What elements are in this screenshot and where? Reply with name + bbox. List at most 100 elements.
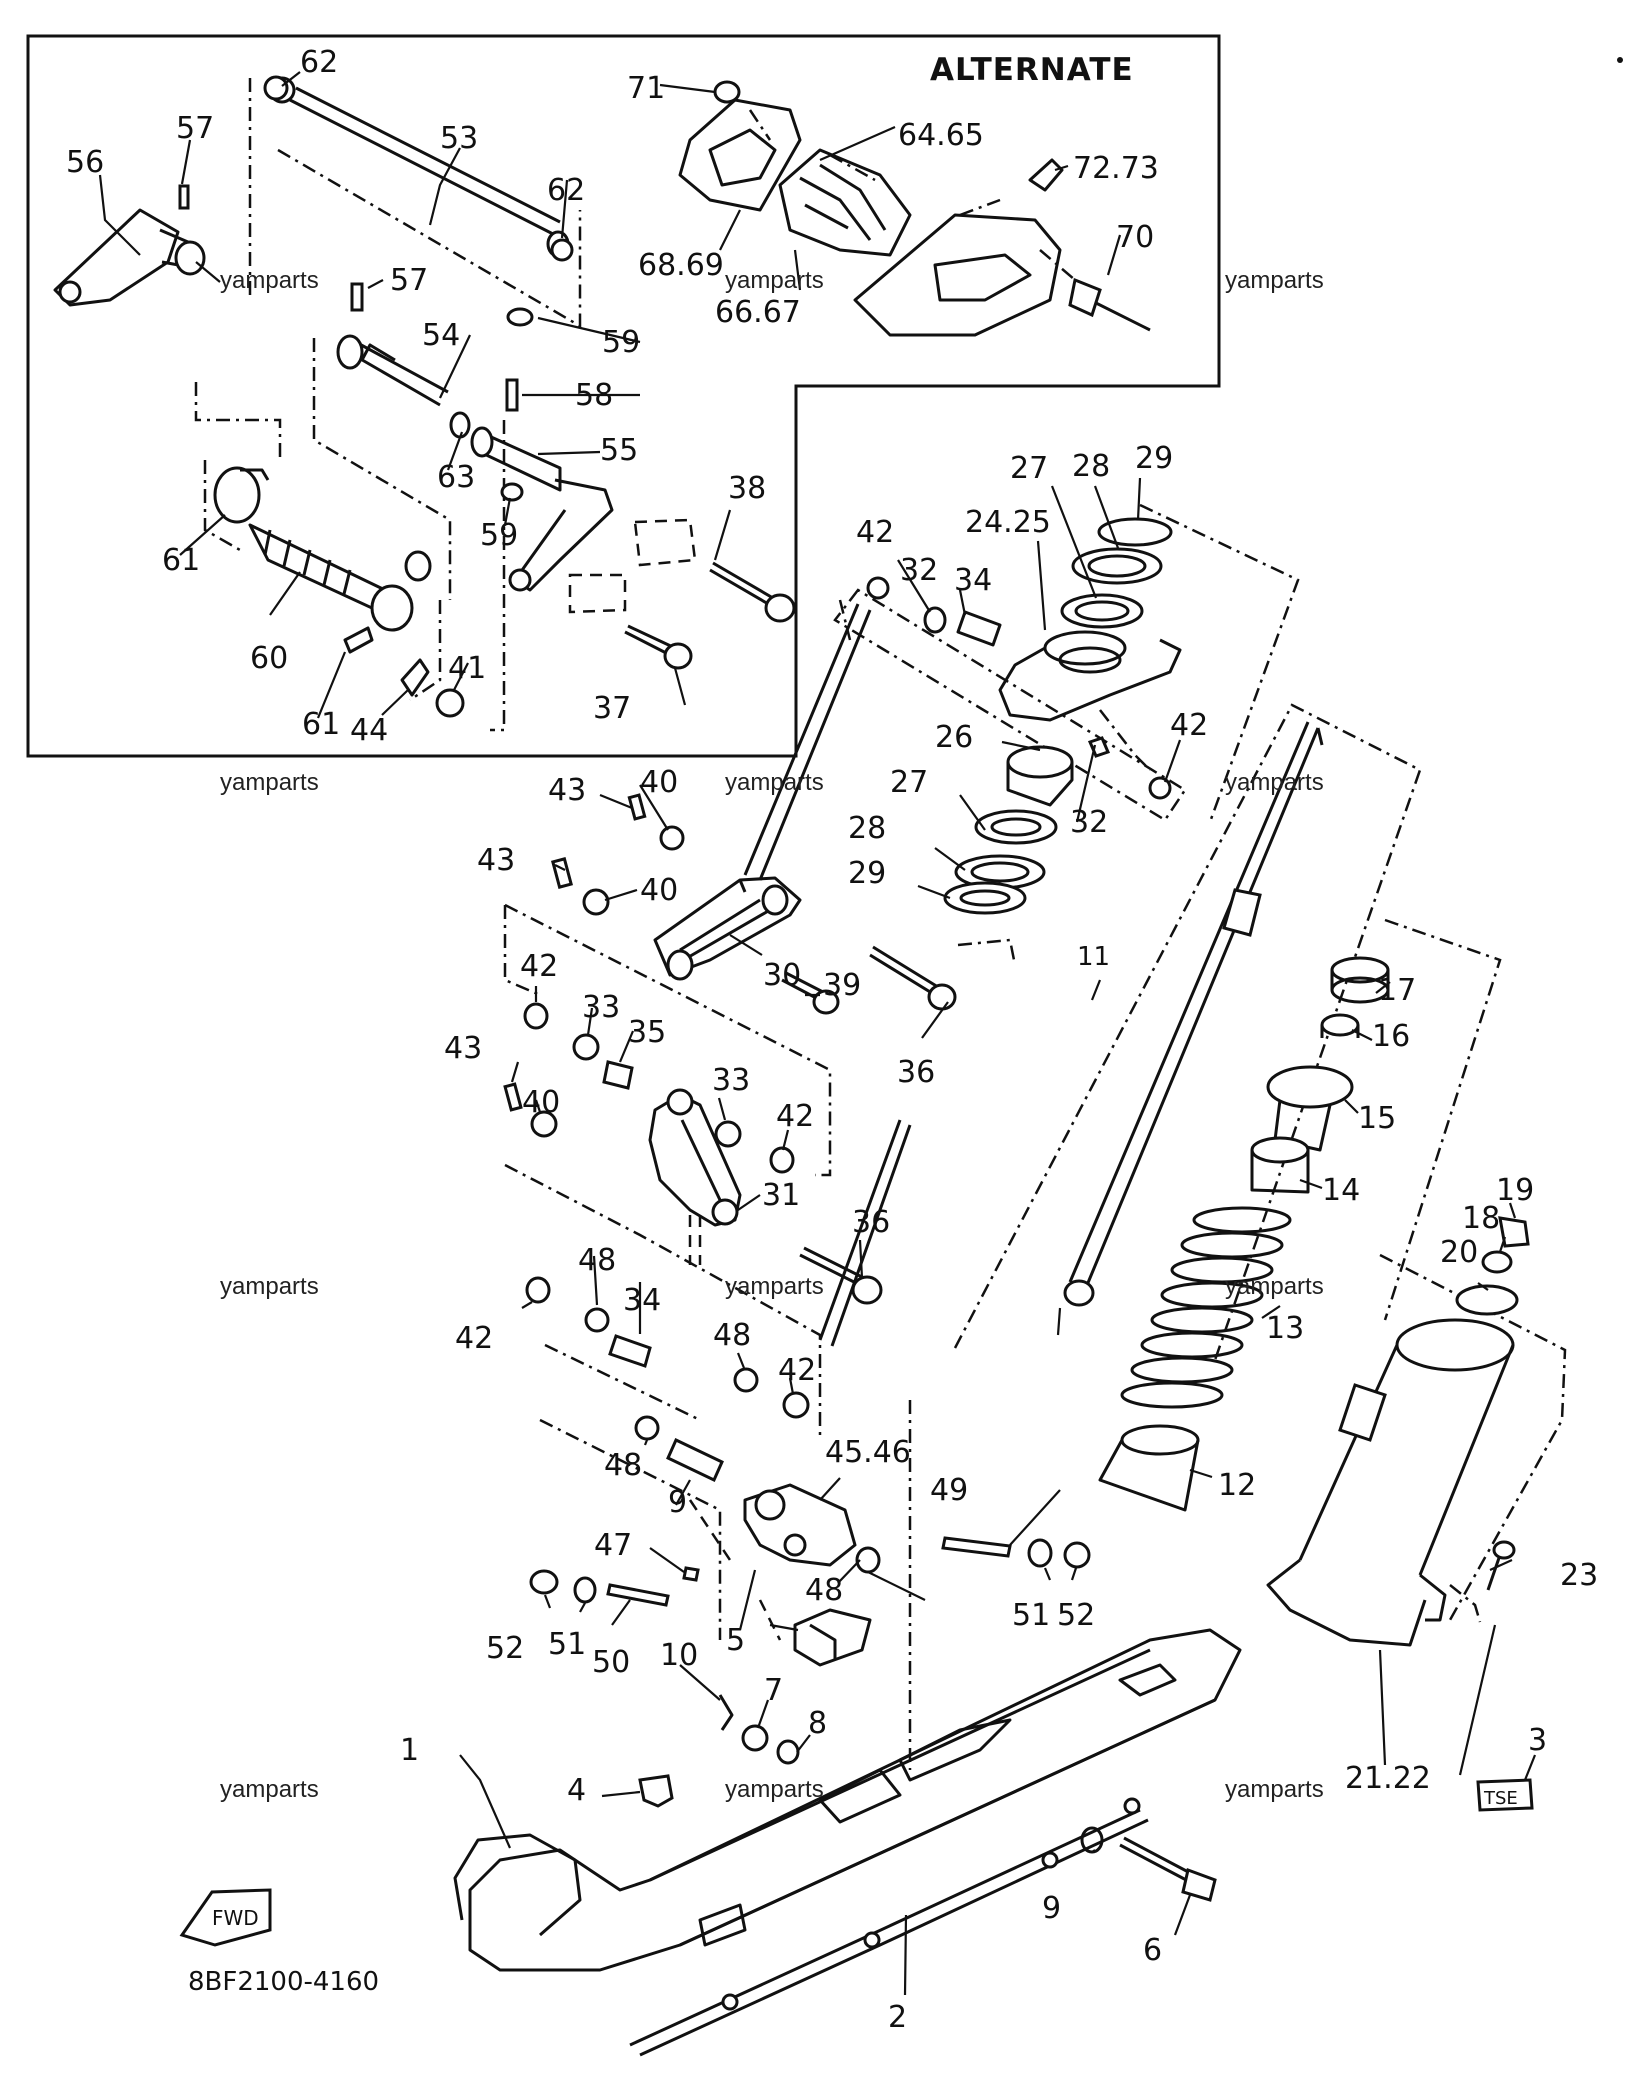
main-guide-frame-mid xyxy=(504,1163,822,1440)
label-23: 23 xyxy=(1560,1558,1598,1593)
part-13-spring xyxy=(1120,1206,1292,1409)
label-40c: 40 xyxy=(522,1085,560,1120)
part-59-clip-a xyxy=(506,307,534,327)
label-39: 39 xyxy=(823,968,861,1003)
part-29-washer-lower xyxy=(943,881,1027,915)
part-42-cap-a xyxy=(866,576,890,600)
inset-guide-frame-d xyxy=(490,420,506,732)
alternate-inset-border xyxy=(26,34,1221,758)
part-60-boot xyxy=(248,523,432,632)
label-57a: 57 xyxy=(176,111,214,146)
label-52a: 52 xyxy=(1057,1598,1095,1633)
part-72-73-clip xyxy=(1028,158,1064,192)
part-50-pin xyxy=(606,1583,670,1607)
label-48d: 48 xyxy=(805,1573,843,1608)
part-12-spring-seat xyxy=(1098,1424,1200,1512)
part-42-cap-d xyxy=(769,1146,795,1174)
tse-lead-line xyxy=(1458,1624,1497,1776)
main-guide-frame-low xyxy=(539,1343,722,1640)
label-45-46: 45.46 xyxy=(825,1435,911,1470)
label-43b: 43 xyxy=(477,843,515,878)
label-2: 2 xyxy=(888,2000,907,2035)
part-32-bushing-a xyxy=(923,606,947,634)
label-64-65: 64.65 xyxy=(898,118,984,153)
label-11: 11 xyxy=(1077,942,1110,972)
part-18-washer xyxy=(1481,1250,1513,1274)
label-12: 12 xyxy=(1218,1468,1256,1503)
label-34b: 34 xyxy=(623,1283,661,1318)
label-14: 14 xyxy=(1322,1173,1360,1208)
part-40-nut-b xyxy=(582,888,610,916)
label-1: 1 xyxy=(400,1733,419,1768)
label-9a: 9 xyxy=(668,1485,687,1520)
part-37-bolt xyxy=(624,624,693,670)
label-38: 38 xyxy=(728,471,766,506)
part-53-rod xyxy=(268,76,570,258)
label-32a: 32 xyxy=(900,553,938,588)
part-5-block xyxy=(793,1608,872,1667)
inset-guide-frame-b xyxy=(194,382,282,460)
part-40-nut-a xyxy=(659,825,685,851)
label-27a: 27 xyxy=(1010,451,1048,486)
label-18: 18 xyxy=(1462,1201,1500,1236)
label-71: 71 xyxy=(627,71,665,106)
part-7-nut xyxy=(741,1724,769,1752)
part-11-shock-shaft xyxy=(1063,721,1324,1307)
part-48-bushing-c xyxy=(634,1415,660,1441)
label-34a: 34 xyxy=(954,563,992,598)
label-56: 56 xyxy=(66,145,104,180)
part-41-nut xyxy=(435,688,465,718)
part-1-ski xyxy=(453,1628,1242,1972)
part-54-shaft xyxy=(336,334,449,407)
label-20: 20 xyxy=(1440,1235,1478,1270)
part-42-cap-b xyxy=(1148,776,1172,800)
part-21-22-damper-body xyxy=(1266,1318,1515,1647)
label-42a: 42 xyxy=(856,515,894,550)
label-58: 58 xyxy=(575,378,613,413)
part-48-bushing-a xyxy=(584,1307,610,1333)
label-13: 13 xyxy=(1266,1311,1304,1346)
label-42d: 42 xyxy=(776,1099,814,1134)
label-62b: 62 xyxy=(547,173,585,208)
label-36a: 36 xyxy=(897,1055,935,1090)
alternate-title: ALTERNATE xyxy=(930,52,1134,88)
part-47-pin xyxy=(682,1566,700,1582)
label-63: 63 xyxy=(437,460,475,495)
part-23-valve xyxy=(1486,1540,1516,1591)
part-15-seat xyxy=(1266,1065,1354,1152)
part-57-pin-a xyxy=(178,184,190,210)
label-49: 49 xyxy=(930,1473,968,1508)
label-51b: 51 xyxy=(548,1627,586,1662)
part-43-pin-a xyxy=(627,793,647,821)
label-15: 15 xyxy=(1358,1101,1396,1136)
label-21-22: 21.22 xyxy=(1345,1761,1431,1796)
corner-dot xyxy=(1617,57,1623,63)
label-28b: 28 xyxy=(848,811,886,846)
part-64-65-cover xyxy=(853,213,1062,337)
label-51a: 51 xyxy=(1012,1598,1050,1633)
label-48a: 48 xyxy=(578,1243,616,1278)
label-8: 8 xyxy=(808,1706,827,1741)
part-31-link-arm xyxy=(648,1088,742,1227)
label-60: 60 xyxy=(250,641,288,676)
part-3-tse-tag: TSE xyxy=(1476,1778,1534,1812)
part-33-bushing-a xyxy=(572,1033,600,1061)
label-33a: 33 xyxy=(582,990,620,1025)
label-68-69: 68.69 xyxy=(638,248,724,283)
part-34-sleeve-a xyxy=(956,610,1002,647)
part-26-bushing xyxy=(1006,745,1074,807)
part-62-washer-top xyxy=(263,75,289,101)
label-43c: 43 xyxy=(444,1031,482,1066)
svg-text:FWD: FWD xyxy=(212,1906,259,1930)
label-16: 16 xyxy=(1372,1019,1410,1054)
watermark-8: yamparts xyxy=(725,1273,824,1300)
label-6: 6 xyxy=(1143,1933,1162,1968)
part-6-bolt xyxy=(1119,1836,1217,1902)
svg-text:TSE: TSE xyxy=(1483,1788,1518,1809)
inset-guide-frame-a xyxy=(248,78,582,329)
label-43a: 43 xyxy=(548,773,586,808)
part-62-washer-right xyxy=(550,238,574,262)
label-42b: 42 xyxy=(1170,708,1208,743)
part-43-pin-b xyxy=(551,857,573,889)
label-30: 30 xyxy=(763,958,801,993)
